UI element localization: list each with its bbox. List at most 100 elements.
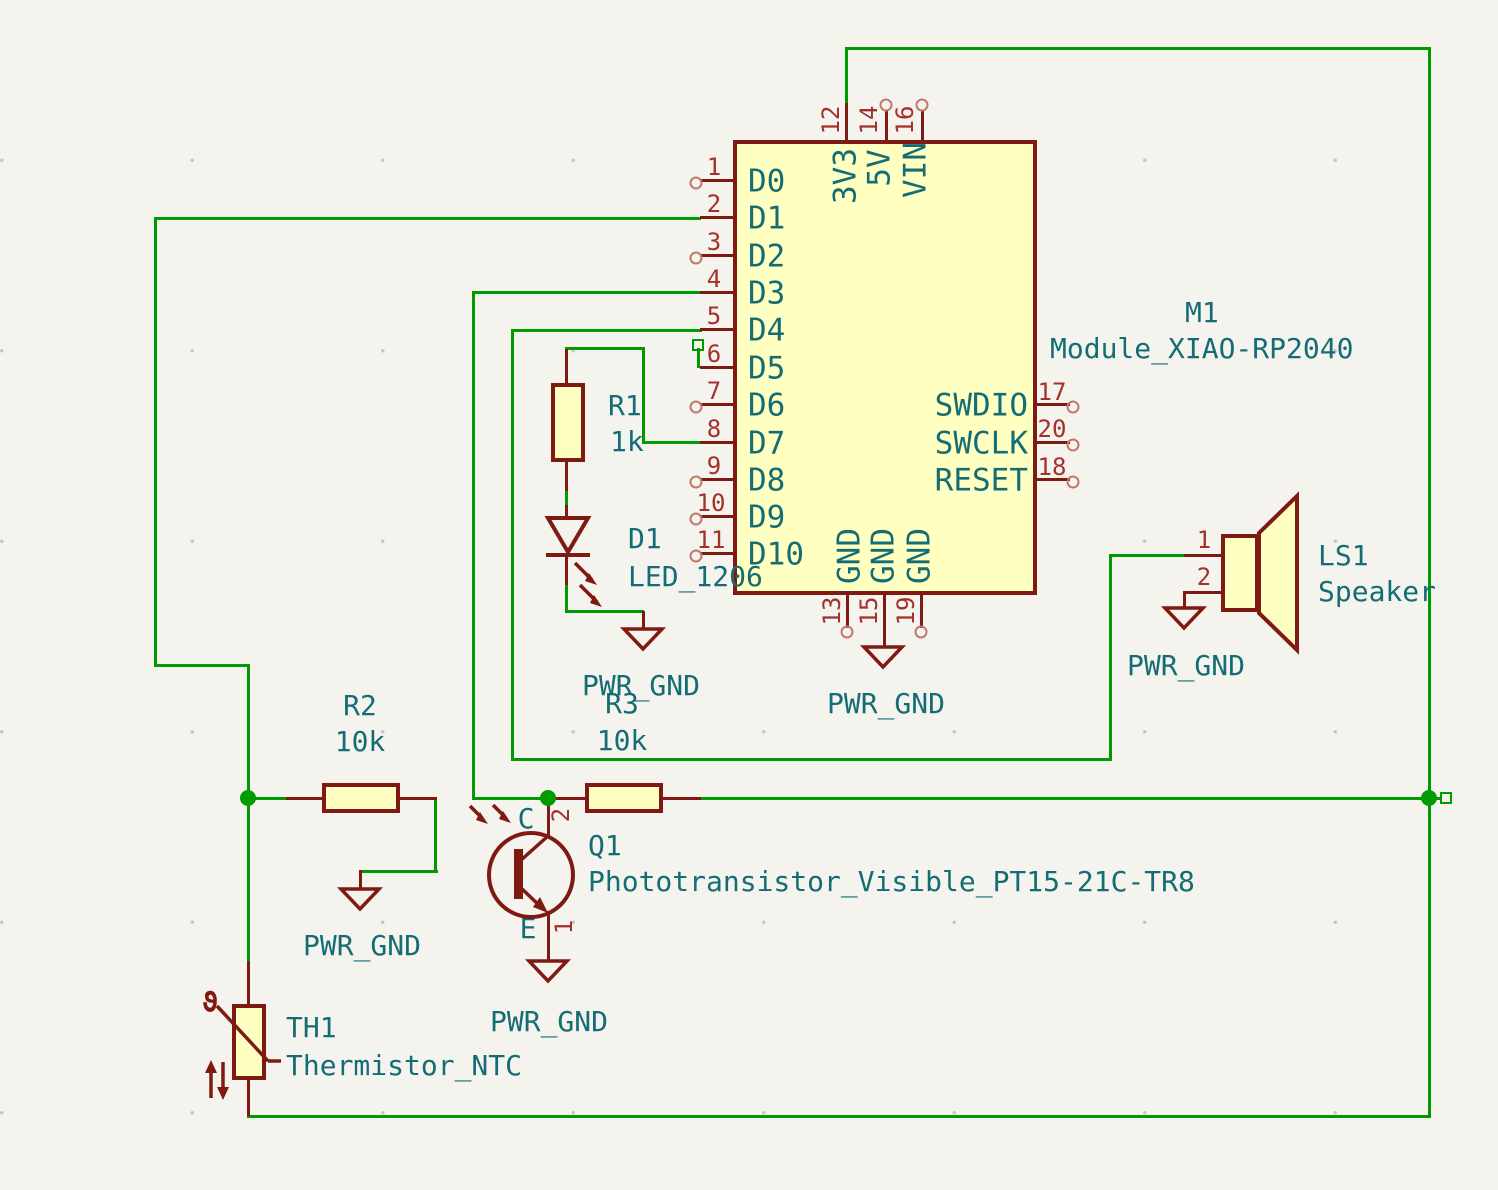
pin — [565, 462, 568, 491]
pin-number: 15 — [855, 596, 883, 626]
wire-speaker-h[interactable] — [1108, 553, 1187, 557]
led-emission-arrow — [578, 583, 599, 604]
pin — [549, 796, 586, 800]
wire-r2-gnd-v[interactable] — [434, 796, 437, 873]
pin — [400, 796, 437, 800]
resistor-r3-body[interactable] — [585, 783, 663, 813]
pin-name: 3V3 — [827, 148, 864, 204]
wire-speaker-v[interactable] — [1108, 553, 1112, 761]
led-d1-value[interactable]: LED_1206 — [628, 560, 763, 593]
speaker-cone[interactable] — [1257, 491, 1299, 655]
wire-pin6-stub[interactable] — [696, 348, 700, 368]
pin-name: D2 — [748, 238, 786, 275]
q1-emitter-label: E — [519, 912, 537, 945]
pin-name: D4 — [748, 312, 786, 349]
wire-d1net-v[interactable] — [153, 216, 157, 667]
wire-r3-right[interactable] — [699, 796, 1431, 800]
module-reference[interactable]: M1 — [1185, 296, 1219, 329]
speaker-ls1-value[interactable]: Speaker — [1318, 575, 1437, 608]
pin — [546, 911, 550, 962]
speaker-ls1-body[interactable] — [1221, 534, 1259, 612]
resistor-r2-value[interactable]: 10k — [334, 725, 386, 758]
pin — [920, 110, 924, 142]
resistor-r1-value[interactable]: 1k — [610, 425, 644, 458]
wire-d1net-h[interactable] — [153, 216, 701, 220]
pin-number: 20 — [1037, 415, 1067, 443]
pin-name: D3 — [748, 275, 786, 312]
wire-3v3-top[interactable] — [844, 46, 1431, 50]
gnd-symbol[interactable] — [336, 887, 384, 912]
resistor-r1-reference[interactable]: R1 — [608, 389, 642, 422]
pin — [700, 179, 735, 182]
module-value[interactable]: Module_XIAO-RP2040 — [1050, 332, 1354, 365]
pin — [700, 328, 735, 331]
resistor-r3-value[interactable]: 10k — [596, 724, 648, 757]
pin-number: 8 — [706, 415, 722, 443]
pin — [700, 403, 735, 406]
pin — [1184, 590, 1222, 594]
resistor-r1-body[interactable] — [551, 383, 585, 462]
wire-3v3-riser[interactable] — [844, 47, 848, 105]
wire-3v3-bottom[interactable] — [246, 1114, 1431, 1118]
wire-d3net-h2[interactable] — [471, 796, 552, 800]
gnd-symbol[interactable] — [859, 645, 907, 670]
thermistor-th1-reference[interactable]: TH1 — [286, 1011, 337, 1044]
thermistor-theta-symbol: ϑ — [201, 987, 219, 1019]
wire-end-marker — [1440, 792, 1452, 804]
pin-name: D8 — [748, 462, 786, 499]
resistor-r2-body[interactable] — [322, 783, 400, 813]
led-emission-arrowhead — [585, 573, 597, 585]
wire-r2-left[interactable] — [246, 796, 289, 800]
pin-name: 5V — [861, 149, 898, 187]
gnd-symbol[interactable] — [1160, 606, 1208, 631]
led-d1-reference[interactable]: D1 — [628, 522, 662, 555]
thermistor-th1-value[interactable]: Thermistor_NTC — [286, 1049, 523, 1082]
pin-number: 13 — [818, 596, 846, 626]
wire-d1net-v2[interactable] — [246, 663, 250, 964]
pin — [700, 441, 735, 444]
led-triangle[interactable] — [544, 516, 592, 556]
wire-led-gnd-v[interactable] — [565, 583, 568, 613]
wire-d4net-h[interactable] — [510, 328, 702, 332]
pin — [546, 797, 550, 837]
pin-number: 4 — [706, 265, 722, 293]
pin-name: D7 — [748, 425, 786, 462]
q1-circle[interactable] — [487, 831, 575, 919]
q1-light-arrow — [491, 803, 507, 819]
pin-number: 1 — [1196, 526, 1212, 554]
pin — [565, 349, 568, 383]
wire-d7net-h[interactable] — [564, 346, 645, 350]
wire-3v3-right[interactable] — [1427, 46, 1431, 1118]
wire-led-gnd-h[interactable] — [565, 609, 644, 613]
wire-d4net-h2[interactable] — [510, 757, 1112, 761]
pin — [919, 593, 923, 628]
pin — [1035, 478, 1070, 481]
pin-number: 2 — [1196, 563, 1212, 591]
pin — [565, 556, 568, 585]
wire-d7net-v[interactable] — [641, 346, 645, 444]
phototransistor-q1-reference[interactable]: Q1 — [588, 829, 622, 862]
pin-name: D5 — [748, 350, 786, 387]
gnd-symbol[interactable] — [619, 627, 667, 652]
thermistor-th1-body[interactable] — [232, 1004, 266, 1080]
resistor-r3-reference[interactable]: R3 — [605, 687, 639, 720]
wire-d7net-h2[interactable] — [641, 440, 702, 444]
wire-d3net-h[interactable] — [471, 290, 702, 294]
wire-r1-led[interactable] — [565, 490, 568, 506]
led-emission-arrowhead — [590, 595, 602, 607]
power-gnd-label: PWR_GND — [302, 929, 422, 962]
pin — [1035, 441, 1070, 444]
speaker-ls1-reference[interactable]: LS1 — [1318, 539, 1369, 572]
gnd-symbol[interactable] — [524, 959, 572, 984]
pin — [286, 796, 322, 800]
wire-junction-stub[interactable] — [1429, 796, 1442, 800]
resistor-r2-reference[interactable]: R2 — [343, 689, 377, 722]
wire-r2-gnd-h[interactable] — [358, 869, 438, 873]
pin-number: 16 — [891, 105, 919, 135]
phototransistor-q1-value[interactable]: Phototransistor_Visible_PT15-21C-TR8 — [588, 865, 1195, 898]
wire-d1net-h2[interactable] — [153, 663, 250, 667]
wire-d3net-v[interactable] — [471, 290, 475, 800]
wire-d4net-v[interactable] — [510, 328, 514, 761]
pin-number: 1 — [550, 919, 578, 935]
